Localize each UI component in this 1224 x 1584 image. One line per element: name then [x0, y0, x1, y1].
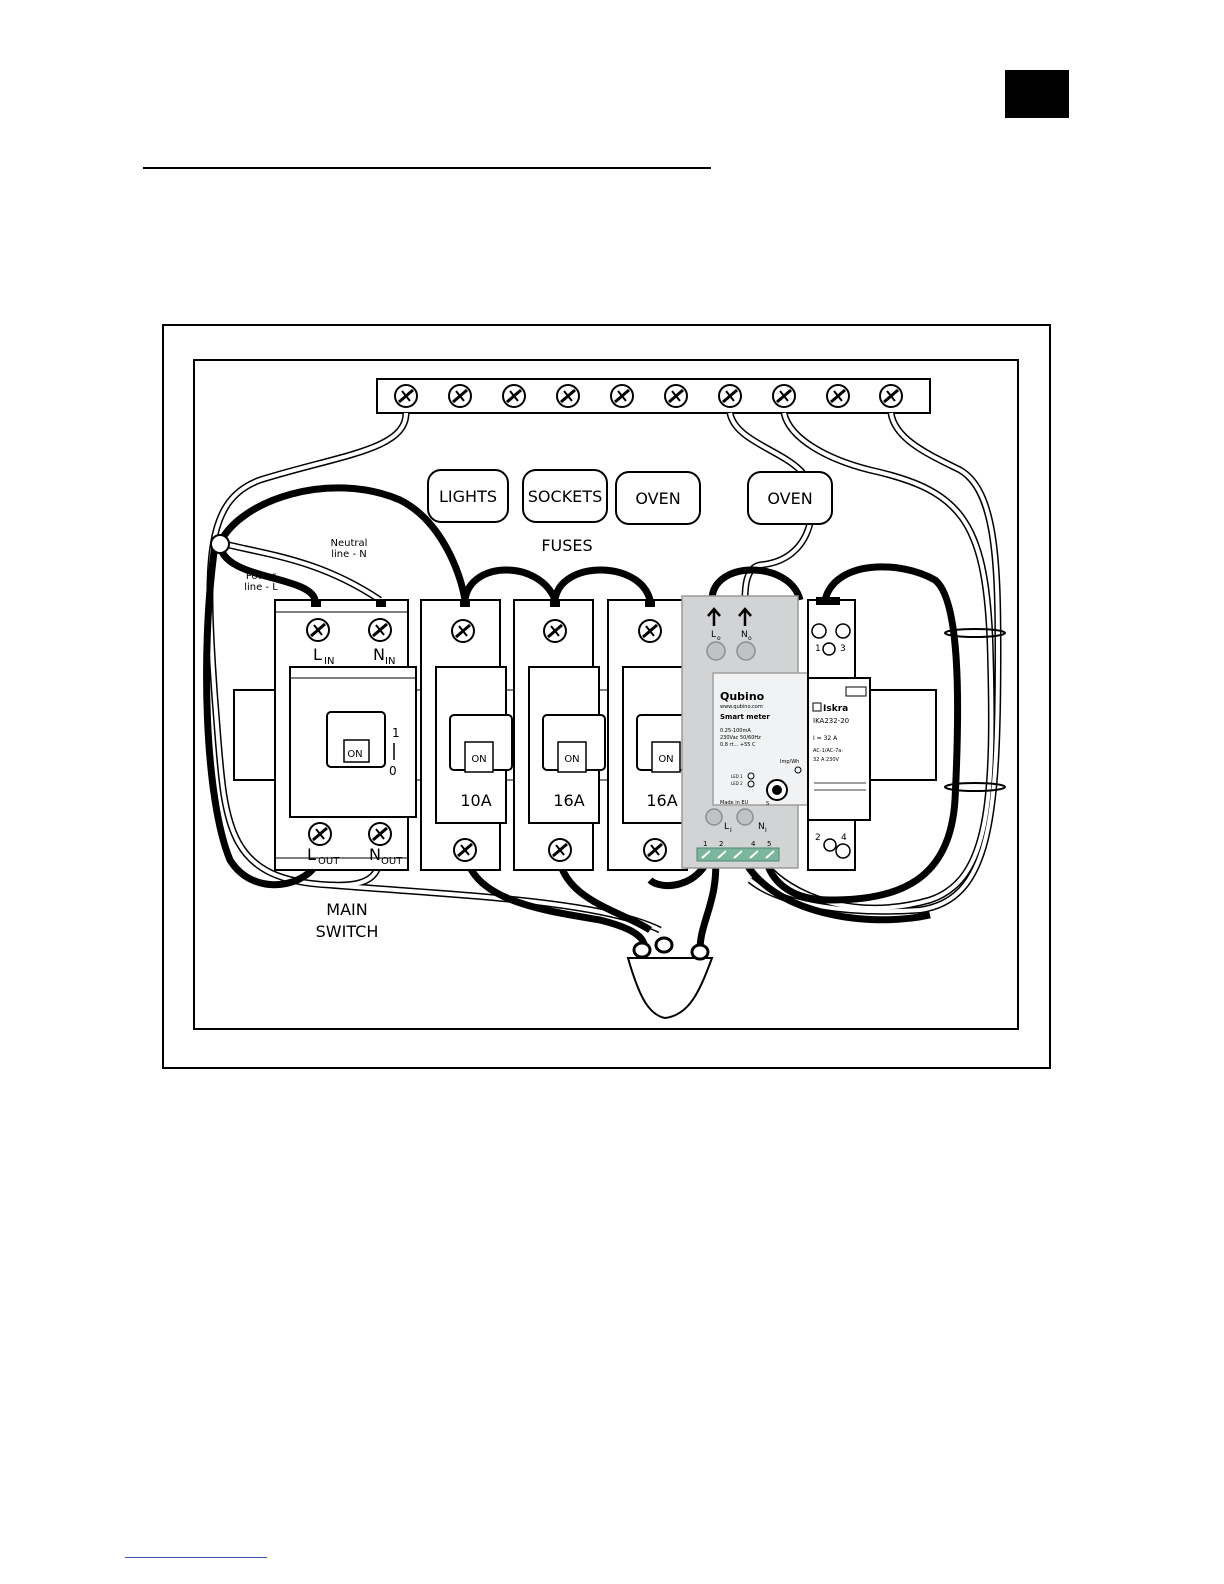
- footer-link-rule: [125, 1557, 267, 1558]
- svg-text:L: L: [724, 822, 729, 832]
- svg-text:IN: IN: [324, 656, 334, 667]
- svg-text:Made in EU: Made in EU: [720, 800, 749, 806]
- fuse-label-sockets: SOCKETS: [528, 487, 602, 506]
- cable-tie-left: [210, 534, 230, 554]
- svg-text:N: N: [369, 845, 381, 864]
- svg-text:N: N: [373, 645, 385, 664]
- svg-text:Smart meter: Smart meter: [720, 713, 770, 721]
- fuse-label-oven-2: OVEN: [767, 489, 812, 508]
- svg-text:230Vac 50/60Hz: 230Vac 50/60Hz: [720, 735, 761, 741]
- svg-text:AC-1/AC-7a:: AC-1/AC-7a:: [813, 748, 843, 754]
- neutral-label-2: line - N: [331, 549, 367, 560]
- svg-text:o: o: [717, 635, 721, 642]
- svg-text:IN: IN: [385, 656, 395, 667]
- svg-text:0: 0: [389, 764, 397, 778]
- svg-text:32 A 230V: 32 A 230V: [813, 757, 840, 763]
- cable-tie-right-top: [944, 628, 1006, 638]
- iskra-contactor: 1 3 Iskra IKA232-20 I = 32 A AC-1/AC-7a:…: [807, 597, 871, 871]
- svg-text:I = 32 A: I = 32 A: [813, 735, 838, 742]
- main-switch-on-label: ON: [347, 749, 362, 760]
- breaker-1-rating: 10A: [460, 791, 491, 810]
- svg-text:2: 2: [719, 840, 723, 848]
- svg-text:3: 3: [840, 644, 846, 654]
- cable-grommet: [626, 936, 714, 1020]
- svg-text:LED 2: LED 2: [731, 781, 743, 786]
- svg-text:L: L: [711, 630, 716, 640]
- svg-text:S: S: [766, 801, 769, 807]
- din-rail-left: [233, 689, 277, 781]
- heading-rule: [143, 167, 711, 169]
- main-switch-caption-1: MAIN: [326, 900, 367, 919]
- svg-text:ON: ON: [471, 754, 486, 765]
- svg-text:L: L: [307, 845, 316, 864]
- svg-text:N: N: [758, 822, 765, 832]
- svg-text:0.25-100mA: 0.25-100mA: [720, 728, 751, 734]
- qubino-smart-meter: L o N o Qubino www.qubino.com Smart mete…: [681, 595, 812, 869]
- breaker-1: ON 10A: [420, 599, 513, 871]
- main-switch: L IN N IN ON 1 0 L OUT N OUT MAIN SWITCH: [274, 599, 417, 941]
- panel-frame: [193, 359, 1019, 1030]
- breaker-2: ON 16A: [513, 599, 606, 871]
- svg-text:4: 4: [841, 833, 847, 843]
- svg-text:0.8 rt... +55 C: 0.8 rt... +55 C: [720, 742, 756, 748]
- contactor-brand: Iskra: [823, 704, 848, 714]
- svg-text:OUT: OUT: [381, 856, 403, 867]
- svg-text:4: 4: [751, 840, 756, 848]
- svg-text:o: o: [748, 635, 752, 642]
- meter-brand: Qubino: [720, 690, 765, 703]
- svg-text:1: 1: [703, 840, 707, 848]
- svg-text:IKA232-20: IKA232-20: [813, 717, 849, 725]
- outer-frame: [162, 324, 1051, 1069]
- svg-text:5: 5: [767, 840, 771, 848]
- fuse-label-oven-1: OVEN: [635, 489, 680, 508]
- power-label-1: Power: [246, 571, 277, 582]
- svg-text:I: I: [765, 827, 767, 834]
- svg-text:2: 2: [815, 833, 821, 843]
- neutral-label-1: Neutral: [331, 538, 368, 549]
- cable-tie-right-bottom: [944, 782, 1006, 792]
- svg-text:LED 1: LED 1: [731, 774, 743, 779]
- svg-text:L: L: [313, 645, 322, 664]
- fuse-labels: LIGHTS SOCKETS OVEN OVEN FUSES: [427, 469, 833, 555]
- power-label-2: line - L: [244, 582, 278, 593]
- breaker-3-rating: 16A: [646, 791, 677, 810]
- svg-text:www.qubino.com: www.qubino.com: [720, 704, 763, 710]
- din-rail-right: [865, 689, 937, 781]
- breaker-3: ON 16A: [607, 599, 700, 871]
- svg-text:N: N: [741, 630, 748, 640]
- svg-text:1: 1: [392, 726, 400, 740]
- svg-text:OUT: OUT: [318, 856, 340, 867]
- svg-text:ON: ON: [564, 754, 579, 765]
- svg-text:Imp/Wh: Imp/Wh: [780, 759, 799, 765]
- svg-text:1: 1: [815, 644, 821, 654]
- corner-tab: [1005, 70, 1069, 118]
- svg-text:ON: ON: [658, 754, 673, 765]
- svg-text:I: I: [730, 827, 732, 834]
- breaker-2-rating: 16A: [553, 791, 584, 810]
- main-switch-caption-2: SWITCH: [316, 922, 379, 941]
- fuse-label-lights: LIGHTS: [439, 487, 497, 506]
- fuses-caption: FUSES: [541, 536, 592, 555]
